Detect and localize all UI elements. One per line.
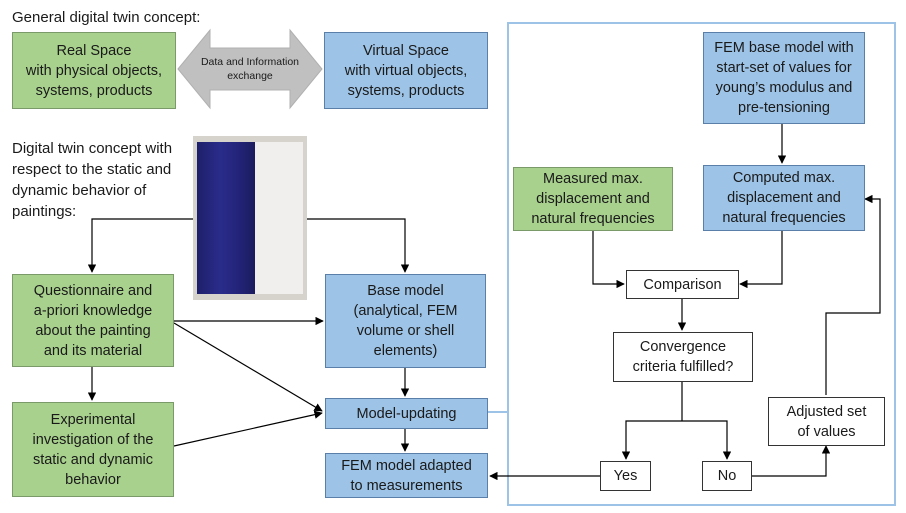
fem-base-model-box: FEM base model with start-set of values … — [703, 32, 865, 124]
fem-model-adapted-box: FEM model adapted to measurements — [325, 453, 488, 498]
model-updating-box: Model-updating — [325, 398, 488, 429]
computed-values-box: Computed max. displacement and natural f… — [703, 165, 865, 231]
model-updating-detail-panel — [507, 22, 896, 506]
painting-blue-field — [197, 142, 255, 294]
no-box: No — [702, 461, 752, 491]
convergence-to-no-line — [682, 420, 732, 460]
comparison-box: Comparison — [626, 270, 739, 299]
data-exchange-arrow — [177, 28, 323, 110]
adjusted-values-box: Adjusted set of values — [768, 397, 885, 446]
computed-to-comparison-line — [739, 231, 783, 289]
yes-box: Yes — [600, 461, 651, 491]
painting-white-field — [255, 142, 303, 294]
base-model-box: Base model (analytical, FEM volume or sh… — [325, 274, 486, 368]
questionnaire-box: Questionnaire and a-priori knowledge abo… — [12, 274, 174, 367]
virtual-space-box: Virtual Space with virtual objects, syst… — [324, 32, 488, 109]
experimental-to-model-updating-arrow — [173, 410, 323, 447]
adjusted-to-computed-line — [825, 194, 881, 395]
experimental-investigation-box: Experimental investigation of the static… — [12, 402, 174, 497]
convergence-to-yes-line — [621, 420, 682, 460]
painting-photo — [193, 136, 307, 300]
data-exchange-label: Data and Information exchange — [200, 56, 300, 82]
painting-to-base-model-line — [307, 218, 410, 273]
painting-to-questionnaire-line — [87, 218, 193, 273]
questionnaire-to-model-updating-arrow — [173, 322, 323, 412]
general-concept-heading: General digital twin concept: — [12, 9, 201, 26]
convergence-criteria-box: Convergence criteria fulfilled? — [613, 332, 753, 382]
no-to-adjusted-line — [752, 445, 831, 477]
painting-concept-heading: Digital twin concept with respect to the… — [12, 140, 173, 220]
measured-values-box: Measured max. displacement and natural f… — [513, 167, 673, 231]
measured-to-comparison-line — [592, 231, 625, 289]
real-space-box: Real Space with physical objects, system… — [12, 32, 176, 109]
